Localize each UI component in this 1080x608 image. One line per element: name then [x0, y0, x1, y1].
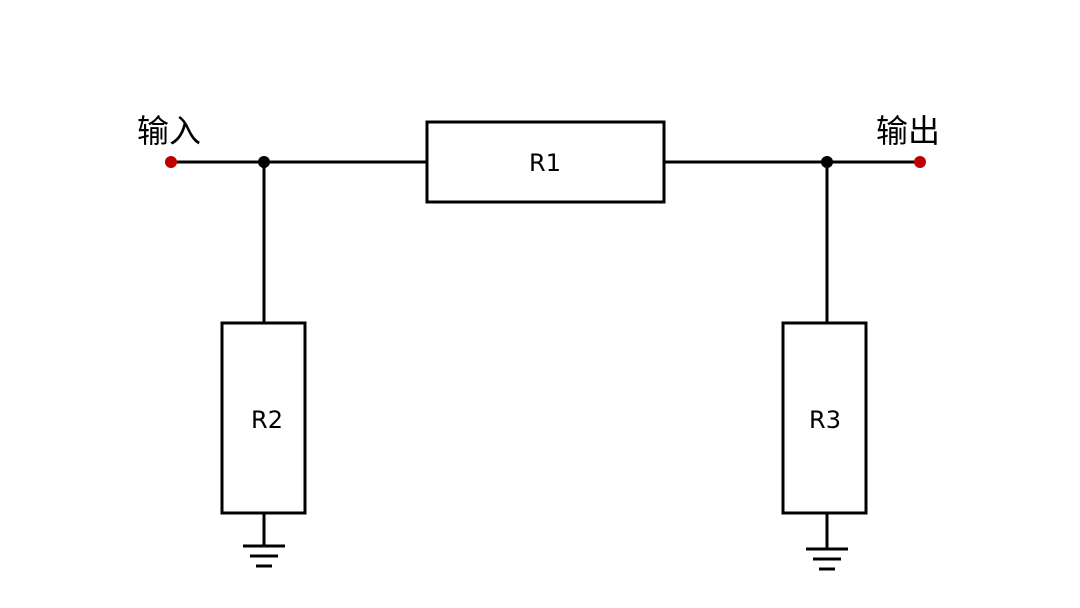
- resistor-r3-label: R3: [809, 406, 841, 434]
- junction-dot-left: [258, 156, 270, 168]
- output-terminal-dot: [914, 156, 926, 168]
- output-label: 输出: [876, 112, 940, 150]
- resistor-r1-body: [425, 120, 666, 204]
- resistor-r1: R1: [425, 120, 666, 204]
- ground-symbol-right: [806, 547, 848, 571]
- resistor-r1-label: R1: [529, 149, 561, 177]
- resistor-r2: R2: [220, 321, 307, 515]
- resistor-r3: R3: [781, 321, 868, 515]
- input-label: 输入: [137, 112, 201, 150]
- ground-symbol-left: [243, 544, 285, 568]
- resistor-r2-body: [220, 321, 307, 515]
- resistor-r2-label: R2: [251, 406, 283, 434]
- junction-dot-right: [821, 156, 833, 168]
- resistor-r3-body: [781, 321, 868, 515]
- input-terminal-dot: [165, 156, 177, 168]
